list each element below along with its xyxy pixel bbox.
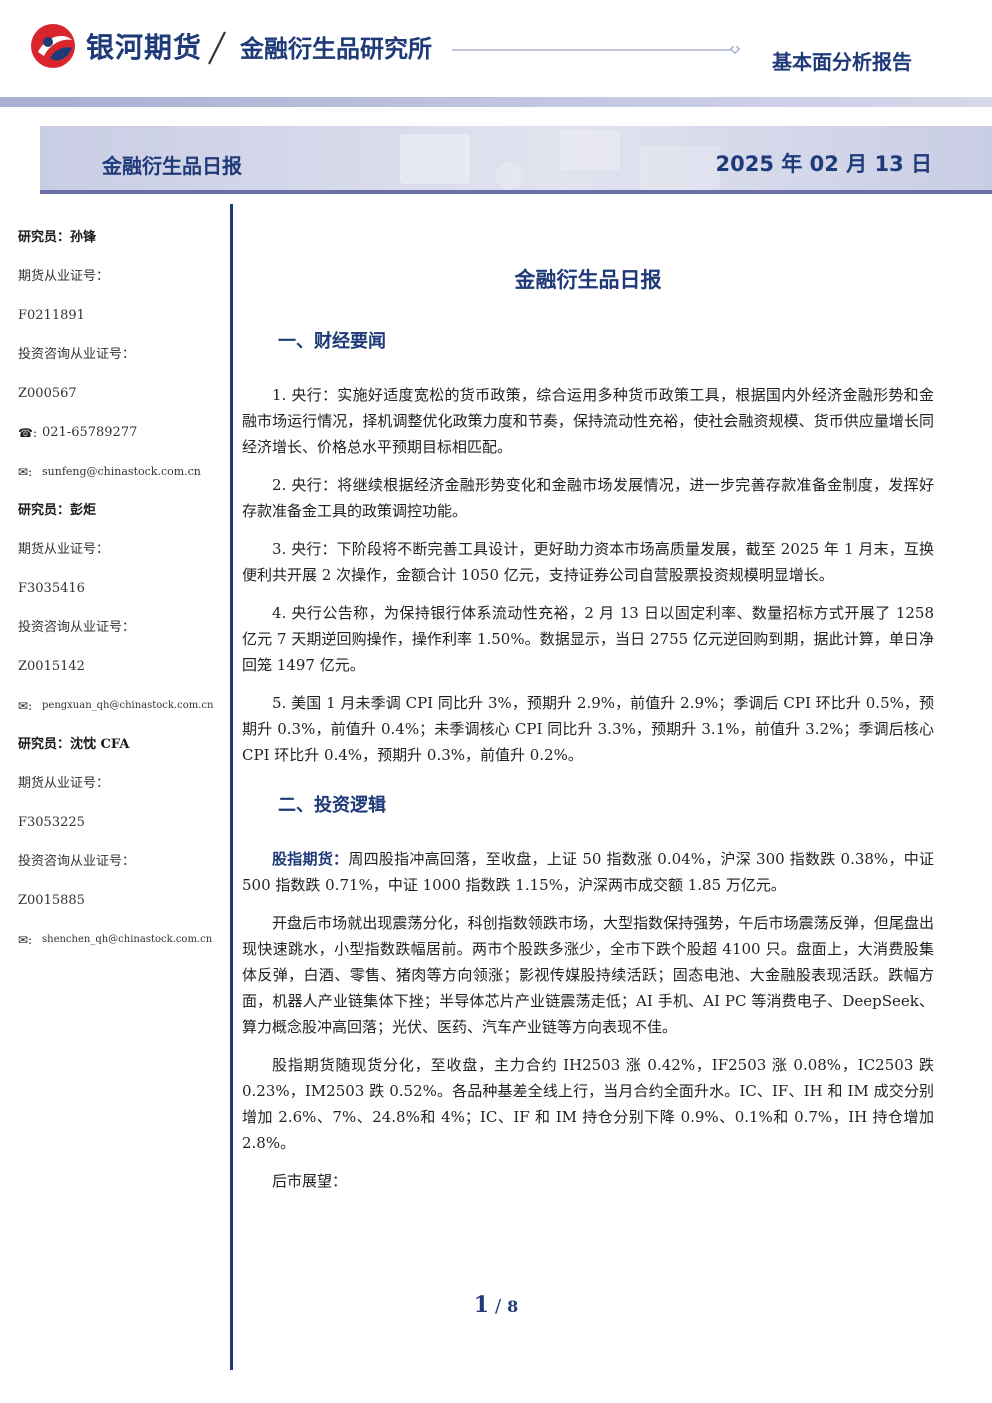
- news-item: 5. 美国 1 月未季调 CPI 同比升 3%，预期升 2.9%，前值升 2.9…: [242, 694, 934, 764]
- report-type: 基本面分析报告: [772, 50, 912, 74]
- header-decoration-line: [452, 46, 741, 54]
- sidebar-divider: [230, 204, 233, 1370]
- consult-license-number: Z000567: [18, 386, 77, 401]
- email-line: ✉: shenchen_qh@chinastock.com.cn: [18, 932, 223, 948]
- news-item: 3. 央行：下阶段将不断完善工具设计，更好助力资本市场高质量发展，截至 2025…: [242, 540, 934, 584]
- email-link[interactable]: sunfeng@chinastock.com.cn: [42, 465, 201, 478]
- consult-license-label: 投资咨询从业证号：: [18, 347, 136, 362]
- email-line: ✉: pengxuan_qh@chinastock.com.cn: [18, 698, 223, 714]
- page-number: 1/ 8: [0, 1292, 992, 1318]
- galaxy-logo-icon: [31, 24, 75, 68]
- futures-license-label: 期货从业证号：: [18, 269, 110, 284]
- mail-icon: ✉:: [18, 465, 33, 479]
- header-band: [0, 97, 992, 107]
- logic-text: 周四股指冲高回落，至收盘，上证 50 指数涨 0.04%，沪深 300 指数跌 …: [242, 850, 934, 894]
- phone-number: 021-65789277: [42, 425, 138, 440]
- divider-slash: [208, 31, 226, 65]
- futures-license-label: 期货从业证号：: [18, 776, 110, 791]
- banner-title: 金融衍生品日报: [102, 154, 242, 178]
- news-item: 1. 央行：实施好适度宽松的货币政策，综合运用多种货币政策工具，根据国内外经济金…: [242, 386, 934, 456]
- researcher-name: 研究员：彭炬: [18, 503, 97, 518]
- futures-license-number: F0211891: [18, 308, 85, 323]
- consult-license-label: 投资咨询从业证号：: [18, 854, 136, 869]
- consult-license-number: Z0015142: [18, 659, 85, 674]
- section-title-logic: 二、投资逻辑: [278, 795, 386, 816]
- researcher-name: 研究员：孙锋: [18, 230, 97, 245]
- mail-icon: ✉:: [18, 933, 33, 947]
- title-banner: 金融衍生品日报 2025 年 02 月 13 日: [40, 126, 992, 194]
- outlook-heading: 后市展望：: [272, 1172, 348, 1190]
- futures-license-number: F3035416: [18, 581, 85, 596]
- news-item: 2. 央行：将继续根据经济金融形势变化和金融市场发展情况，进一步完善存款准备金制…: [242, 476, 934, 520]
- total-pages: 8: [507, 1297, 519, 1316]
- page-separator: /: [495, 1296, 502, 1317]
- logic-paragraph: 股指期货随现货分化，至收盘，主力合约 IH2503 涨 0.42%，IF2503…: [242, 1056, 934, 1152]
- logic-paragraph: 股指期货：周四股指冲高回落，至收盘，上证 50 指数涨 0.04%，沪深 300…: [242, 846, 934, 898]
- stock-index-futures-label: 股指期货：: [272, 850, 349, 868]
- news-item: 4. 央行公告称，为保持银行体系流动性充裕，2 月 13 日以固定利率、数量招标…: [242, 604, 934, 674]
- banner-decoration: [400, 130, 720, 190]
- futures-license-number: F3053225: [18, 815, 85, 830]
- email-line: ✉: sunfeng@chinastock.com.cn: [18, 464, 223, 480]
- brand-name: 银河期货: [86, 31, 203, 64]
- current-page: 1: [473, 1292, 490, 1318]
- researcher-name: 研究员：沈忱 CFA: [18, 737, 130, 752]
- consult-license-number: Z0015885: [18, 893, 85, 908]
- document-title: 金融衍生品日报: [514, 268, 662, 292]
- phone-icon: ☎:: [18, 426, 37, 440]
- email-link[interactable]: pengxuan_qh@chinastock.com.cn: [42, 700, 214, 711]
- email-link[interactable]: shenchen_qh@chinastock.com.cn: [42, 934, 213, 945]
- mail-icon: ✉:: [18, 699, 33, 713]
- section-title-news: 一、财经要闻: [278, 331, 386, 352]
- phone-line: ☎: 021-65789277: [18, 425, 223, 441]
- report-date: 2025 年 02 月 13 日: [715, 152, 932, 176]
- report-body: 金融衍生品日报 一、财经要闻 1. 央行：实施好适度宽松的货币政策，综合运用多种…: [242, 264, 934, 1194]
- researcher-card: 研究员：孙锋 期货从业证号： F0211891 投资咨询从业证号： Z00056…: [18, 230, 223, 480]
- researcher-card: 研究员：彭炬 期货从业证号： F3035416 投资咨询从业证号： Z00151…: [18, 503, 223, 714]
- institute-name: 金融衍生品研究所: [240, 35, 432, 63]
- logic-paragraph: 开盘后市场就出现震荡分化，科创指数领跌市场，大型指数保持强势，午后市场震荡反弹，…: [242, 914, 934, 1036]
- researcher-sidebar: 研究员：孙锋 期货从业证号： F0211891 投资咨询从业证号： Z00056…: [18, 230, 223, 971]
- futures-license-label: 期货从业证号：: [18, 542, 110, 557]
- researcher-card: 研究员：沈忱 CFA 期货从业证号： F3053225 投资咨询从业证号： Z0…: [18, 737, 223, 948]
- consult-license-label: 投资咨询从业证号：: [18, 620, 136, 635]
